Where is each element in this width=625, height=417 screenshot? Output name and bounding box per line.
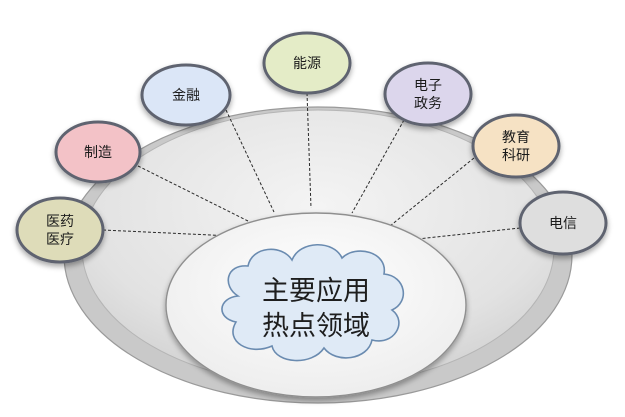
node-medical-line-1: 医药 bbox=[46, 214, 74, 230]
center-label-line-2: 热点领域 bbox=[262, 311, 370, 342]
node-egovernment-line-2: 政务 bbox=[414, 96, 442, 112]
connector-line bbox=[389, 157, 475, 227]
center-label-line-1: 主要应用 bbox=[262, 276, 370, 307]
connector-line bbox=[407, 227, 521, 241]
connector-lines bbox=[102, 92, 521, 241]
node-telecom: 电信 bbox=[518, 190, 608, 256]
connector-line bbox=[102, 229, 233, 237]
connector-line bbox=[137, 165, 251, 223]
node-medical: 医药 医疗 bbox=[15, 196, 105, 264]
center-cloud: 主要应用 热点领域 bbox=[221, 244, 405, 362]
node-egovernment-line-1: 电子 bbox=[414, 78, 442, 94]
node-energy: 能源 bbox=[262, 31, 352, 95]
node-manufacturing-label: 制造 bbox=[84, 145, 112, 161]
node-education-research-line-1: 教育 bbox=[502, 130, 530, 146]
connector-line bbox=[351, 119, 405, 214]
node-education-research: 教育 科研 bbox=[471, 113, 561, 179]
node-manufacturing: 制造 bbox=[54, 120, 142, 184]
node-finance: 金融 bbox=[140, 63, 232, 127]
connector-line bbox=[225, 109, 275, 213]
node-energy-label: 能源 bbox=[293, 56, 321, 72]
node-medical-line-2: 医疗 bbox=[46, 232, 74, 248]
node-egovernment: 电子 政务 bbox=[383, 61, 473, 127]
connector-line bbox=[306, 92, 312, 209]
node-finance-label: 金融 bbox=[172, 88, 200, 104]
node-education-research-line-2: 科研 bbox=[502, 148, 530, 164]
node-telecom-label: 电信 bbox=[549, 216, 577, 232]
